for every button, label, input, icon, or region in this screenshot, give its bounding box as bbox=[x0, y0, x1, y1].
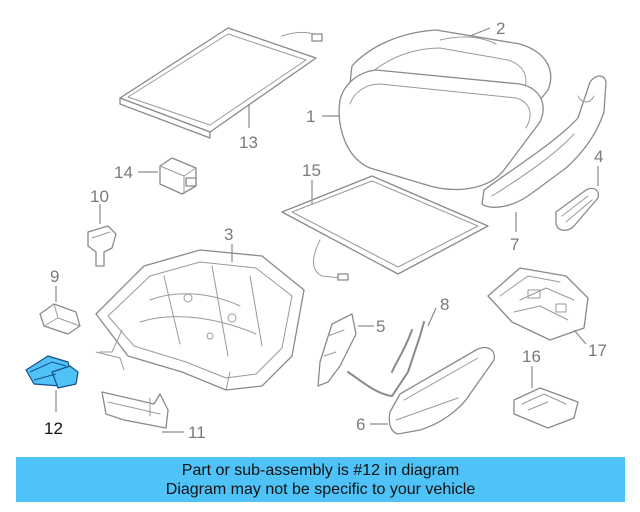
callout-13[interactable]: 13 bbox=[239, 133, 258, 152]
part-12-highlighted[interactable] bbox=[25, 355, 79, 389]
leader-2 bbox=[469, 27, 491, 37]
callout-2[interactable]: 2 bbox=[496, 19, 505, 38]
callout-12[interactable]: 12 bbox=[44, 419, 63, 438]
callout-7[interactable]: 7 bbox=[510, 235, 519, 254]
callout-11[interactable]: 11 bbox=[188, 423, 206, 442]
part-4-trim-cover[interactable] bbox=[555, 187, 600, 231]
leader-8 bbox=[427, 307, 437, 327]
banner-line-1: Part or sub-assembly is #12 in diagram bbox=[181, 461, 460, 479]
part-15-sensor-mat[interactable] bbox=[281, 175, 489, 281]
part-11-mount-bracket[interactable] bbox=[101, 391, 169, 429]
callout-3[interactable]: 3 bbox=[224, 225, 233, 244]
callout-9[interactable]: 9 bbox=[50, 267, 59, 286]
part-1-cushion-pad[interactable] bbox=[338, 69, 544, 191]
callout-14[interactable]: 14 bbox=[114, 163, 133, 182]
callout-17[interactable]: 17 bbox=[588, 341, 607, 360]
callout-4[interactable]: 4 bbox=[594, 147, 603, 166]
banner-line-2: Diagram may not be specific to your vehi… bbox=[165, 480, 476, 498]
part-14-module[interactable] bbox=[159, 157, 197, 195]
info-banner: Part or sub-assembly is #12 in diagram D… bbox=[16, 457, 625, 502]
callout-15[interactable]: 15 bbox=[302, 161, 321, 180]
callout-1[interactable]: 1 bbox=[306, 107, 315, 126]
part-8-rod[interactable] bbox=[347, 321, 425, 397]
callout-16[interactable]: 16 bbox=[522, 347, 541, 366]
part-16-switch-module[interactable] bbox=[513, 387, 579, 429]
part-3-seat-frame[interactable] bbox=[95, 249, 305, 391]
part-17-assembly[interactable] bbox=[487, 267, 589, 341]
part-13-heater-mat[interactable] bbox=[119, 27, 323, 139]
part-9-end-cap[interactable] bbox=[39, 303, 81, 335]
callout-8[interactable]: 8 bbox=[440, 295, 449, 314]
leader-17 bbox=[573, 329, 587, 345]
callout-5[interactable]: 5 bbox=[376, 317, 385, 336]
part-5-bracket[interactable] bbox=[317, 313, 357, 387]
part-6-side-trim[interactable] bbox=[388, 346, 495, 435]
callout-6[interactable]: 6 bbox=[356, 415, 365, 434]
part-7-side-shield[interactable] bbox=[481, 75, 607, 208]
callout-10[interactable]: 10 bbox=[90, 187, 109, 206]
part-10-clip[interactable] bbox=[87, 225, 117, 267]
